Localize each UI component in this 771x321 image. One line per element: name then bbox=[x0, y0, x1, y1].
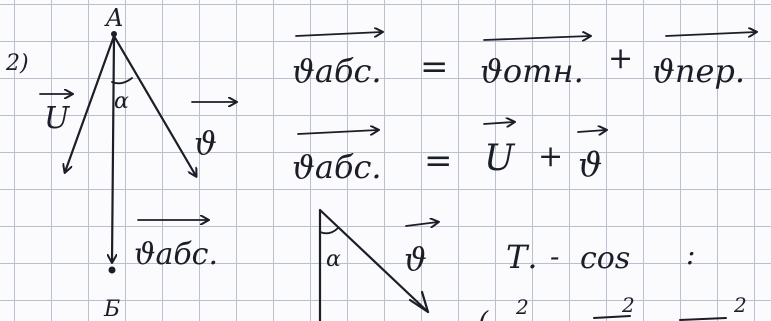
triangle-v-label: ϑ bbox=[404, 240, 427, 278]
point-a-label: A bbox=[104, 4, 123, 32]
eq2-v-arrow bbox=[577, 130, 606, 132]
vector-diagram: A Б α U ϑ ϑабс. bbox=[39, 4, 236, 321]
fragment-bar-1 bbox=[593, 315, 631, 319]
vector-u-line bbox=[65, 34, 116, 172]
point-b bbox=[108, 266, 116, 274]
fragment-sup-3: 2 bbox=[733, 293, 747, 317]
triangle-angle-label: α bbox=[326, 247, 341, 272]
triangle-arrowhead bbox=[408, 290, 430, 314]
eq1-plus: + bbox=[608, 41, 633, 76]
theorem-func: cos bbox=[580, 241, 630, 276]
eq2-u-arrow bbox=[483, 122, 514, 124]
eq2-equals: = bbox=[424, 141, 453, 181]
vector-abs-label: ϑабс. bbox=[134, 237, 218, 272]
eq2-lhs-arrow bbox=[297, 130, 378, 134]
fragment-bar-2 bbox=[679, 317, 727, 321]
theorem-dash: - bbox=[550, 240, 559, 273]
triangle-v-arrow bbox=[405, 222, 438, 226]
equation-1: ϑабс. = ϑотн. + ϑпер. bbox=[292, 32, 756, 90]
vector-v-line bbox=[112, 34, 196, 176]
eq1-lhs-arrow bbox=[295, 32, 382, 36]
triangle-sketch: α ϑ bbox=[318, 208, 438, 321]
fragment-sup-2: 2 bbox=[621, 293, 635, 317]
vector-v-label: ϑ bbox=[194, 124, 217, 162]
eq2-plus: + bbox=[538, 139, 563, 174]
eq1-term2: ϑпер. bbox=[652, 52, 745, 90]
eq2-lhs: ϑабс. bbox=[292, 148, 382, 186]
vector-abs-line bbox=[112, 34, 114, 262]
fragment-sup-1: 2 bbox=[515, 295, 529, 319]
eq1-t1-arrow bbox=[483, 36, 590, 40]
eq1-equals: = bbox=[420, 47, 449, 87]
bottom-fragment: ( 2 2 2 bbox=[478, 293, 747, 321]
fragment-paren: ( bbox=[478, 307, 489, 321]
eq2-term1: U bbox=[484, 138, 516, 179]
theorem-note: Т. - cos : bbox=[506, 238, 695, 276]
equation-2: ϑабс. = U + ϑ bbox=[292, 122, 606, 186]
vector-u-label: U bbox=[44, 101, 71, 136]
point-b-label: Б bbox=[103, 297, 120, 321]
theorem-colon: : bbox=[686, 238, 695, 271]
point-a bbox=[111, 31, 117, 37]
triangle-angle-arc bbox=[319, 227, 339, 235]
theorem-label: Т. bbox=[506, 238, 538, 276]
eq1-t2-arrow bbox=[665, 32, 756, 36]
triangle-sides bbox=[318, 208, 430, 321]
problem-number: 2) bbox=[5, 51, 29, 76]
eq1-term1: ϑотн. bbox=[480, 52, 584, 90]
eq2-term2: ϑ bbox=[578, 145, 602, 185]
eq1-lhs: ϑабс. bbox=[292, 52, 382, 90]
angle-label: α bbox=[114, 89, 129, 114]
angle-arc bbox=[111, 77, 133, 85]
